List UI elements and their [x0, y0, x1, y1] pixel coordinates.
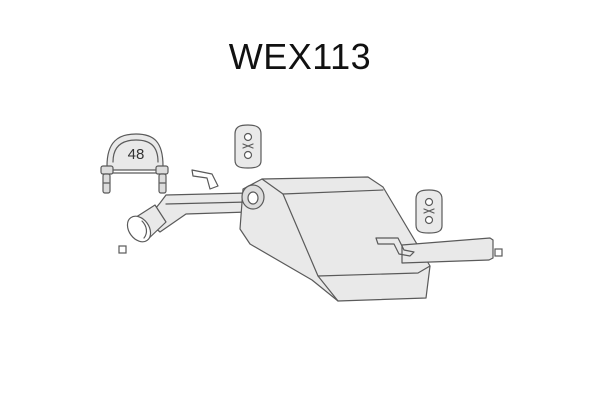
rubber-mount-left	[234, 124, 262, 169]
outlet-pipe	[375, 237, 503, 264]
rear-silencer	[239, 176, 431, 302]
clamp-size-label: 48	[128, 146, 145, 163]
rubber-mount-right	[415, 189, 443, 234]
part-number-title: WEX113	[228, 36, 372, 77]
pipe-clamp: 48	[100, 133, 169, 194]
tail-pipe	[118, 169, 257, 254]
